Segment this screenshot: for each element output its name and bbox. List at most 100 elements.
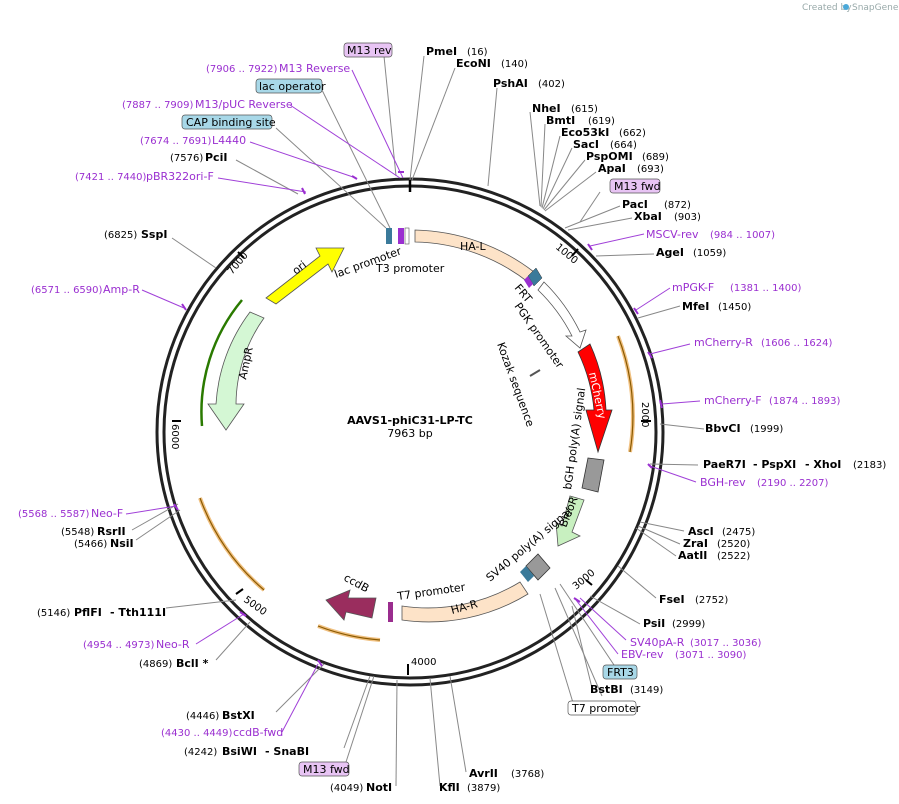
enzyme-xhoi: - XhoI: [805, 458, 841, 471]
label-box-m13-fwd-bottom[interactable]: [298, 761, 350, 777]
primer-m13-reverse: M13 Reverse: [279, 62, 350, 75]
tick-5000: [235, 588, 244, 595]
primer-pbr322ori-f: pBR322ori-F: [146, 170, 214, 183]
primer-neo-f-range: (5568 .. 5587): [18, 509, 90, 520]
label-m13-fwd-top: M13 fwd: [614, 180, 661, 193]
primer-ebv-rev-range: (3071 .. 3090): [675, 650, 747, 661]
enzyme-agei: AgeI: [656, 246, 684, 259]
enzyme-bsiwi-pos: (4242): [184, 747, 217, 758]
primer-amp-r-range: (6571 .. 6590): [31, 285, 103, 296]
enzyme-apai: ApaI: [598, 162, 626, 175]
primer-pbr322ori-f-range: (7421 .. 7440): [75, 172, 147, 183]
enzyme-pspomi-pos: (689): [642, 152, 669, 163]
feature-bgh-polya[interactable]: [581, 457, 605, 493]
label-box-lac-operator[interactable]: [255, 78, 323, 94]
label-t7-promoter: T7 promoter: [571, 702, 641, 715]
tick-1000: [571, 248, 579, 257]
enzyme-tth111i: - Tth111I: [110, 606, 166, 619]
feature-pgk-promoter[interactable]: [537, 281, 587, 349]
label-box-cap-binding-site[interactable]: [181, 114, 273, 130]
label-lac-operator: lac operator: [259, 80, 326, 93]
enzyme-saci-pos: (664): [610, 140, 637, 151]
enzyme-saci: SacI: [573, 138, 599, 151]
label-m13-fwd-bottom: M13 fwd: [303, 763, 350, 776]
feature-marker-ha-r: [388, 602, 393, 622]
primer-arc-ccdb-core: [317, 625, 381, 641]
plasmid-name: AAVS1-phiC31-LP-TC: [347, 414, 473, 427]
tick-label-3000: 3000: [571, 568, 598, 593]
primer-mscv-rev: MSCV-rev: [646, 228, 699, 241]
enzyme-pmei-pos: (16): [467, 47, 488, 58]
enzyme-mfei: MfeI: [682, 300, 709, 313]
enzyme-pflfi-pos: (5146): [37, 608, 70, 619]
feature-ccdb[interactable]: [325, 589, 377, 621]
enzyme-pshai-pos: (402): [538, 79, 565, 90]
primer-l4440: L4440: [212, 134, 246, 147]
enzyme-kfli: KflI: [439, 781, 460, 794]
feature-mcherry[interactable]: [577, 343, 613, 454]
enzyme-xbai: XbaI: [634, 210, 662, 223]
primer-m13-puc-reverse: M13/pUC Reverse: [195, 98, 293, 111]
primer-sv40pa-r-range: (3017 .. 3036): [690, 638, 762, 649]
feature-lac-operator-marker: [386, 228, 392, 244]
enzyme-nhei: NheI: [532, 102, 561, 115]
enzyme-pcii: PciI: [205, 151, 227, 164]
feature-ampr[interactable]: [207, 311, 265, 431]
primer-l4440-range: (7674 .. 7691): [140, 136, 212, 147]
enzyme-pspomi: PspOMI: [586, 150, 633, 163]
enzyme-paci: PacI: [622, 198, 648, 211]
feature-ori[interactable]: [265, 247, 345, 305]
enzyme-bmti-pos: (619): [588, 116, 615, 127]
enzyme-leaders: [131, 55, 705, 787]
primer-bgh-rev-range: (2190 .. 2207): [757, 478, 829, 489]
enzyme-paci-pos: (872): [664, 200, 691, 211]
enzyme-avrii-pos: (3768): [511, 769, 544, 780]
feature-frt-marker: [524, 276, 533, 288]
enzyme-nsii: NsiI: [110, 537, 134, 550]
feature-label-t3-promoter: T3 promoter: [375, 262, 445, 275]
enzyme-bbvci: BbvCI: [705, 422, 741, 435]
enzyme-nhei-pos: (615): [571, 104, 598, 115]
credit-brand: SnapGene: [852, 3, 899, 13]
credit-prefix: Created by: [802, 3, 852, 13]
enzyme-eco53ki: Eco53kI: [561, 126, 609, 139]
feature-bleor[interactable]: [555, 495, 585, 547]
primer-markers: [173, 171, 663, 667]
primer-bgh-rev: BGH-rev: [700, 476, 746, 489]
enzyme-noti-pos: (4049): [330, 783, 363, 794]
enzyme-avrii: AvrII: [469, 767, 498, 780]
feature-ha-r[interactable]: [401, 581, 529, 623]
primer-neo-r: Neo-R: [156, 638, 190, 651]
enzyme-bcli: BclI *: [176, 657, 209, 670]
enzyme-zrai: ZraI: [683, 537, 708, 550]
enzyme-rsrii: RsrII: [97, 525, 126, 538]
enzyme-bsiwi: BsiWI: [222, 745, 257, 758]
enzyme-pcii-pos: (7576): [170, 153, 203, 164]
label-box-m13-rev[interactable]: [343, 42, 393, 58]
label-box-m13-fwd-top[interactable]: [609, 178, 661, 194]
primer-mpgk-f: mPGK-F: [672, 281, 714, 294]
feature-t3-marker: [404, 227, 410, 245]
feature-label-kozak: Kozak sequence: [494, 341, 537, 429]
label-box-frt3[interactable]: [602, 664, 638, 680]
feature-sv40-polya[interactable]: [525, 553, 551, 581]
enzyme-mfei-pos: (1450): [718, 302, 751, 313]
tick-3000: [585, 579, 593, 586]
primer-m13-puc-reverse-range: (7887 .. 7909): [122, 100, 194, 111]
feature-sv40-marker: [520, 566, 534, 582]
primer-mcherry-r-range: (1606 .. 1624): [761, 338, 833, 349]
enzyme-bstbi-pos: (3149): [630, 685, 663, 696]
primer-ccdb-fwd: ccdB-fwd: [233, 726, 283, 739]
enzyme-psii: PsiI: [643, 617, 665, 630]
enzyme-paer7i: PaeR7I: [703, 458, 746, 471]
enzyme-pmei: PmeI: [426, 45, 457, 58]
snapgene-logo-icon: [843, 4, 849, 10]
primer-mpgk-f-range: (1381 .. 1400): [730, 283, 802, 294]
enzyme-xbai-pos: (903): [674, 212, 701, 223]
label-box-t7-promoter[interactable]: [567, 700, 637, 716]
enzyme-econi-pos: (140): [501, 59, 528, 70]
tick-label-1000: 1000: [553, 242, 580, 267]
feature-label-t7-promoter-inner: T7 promoter: [396, 581, 467, 604]
enzyme-bcli-pos: (4869): [139, 659, 172, 670]
